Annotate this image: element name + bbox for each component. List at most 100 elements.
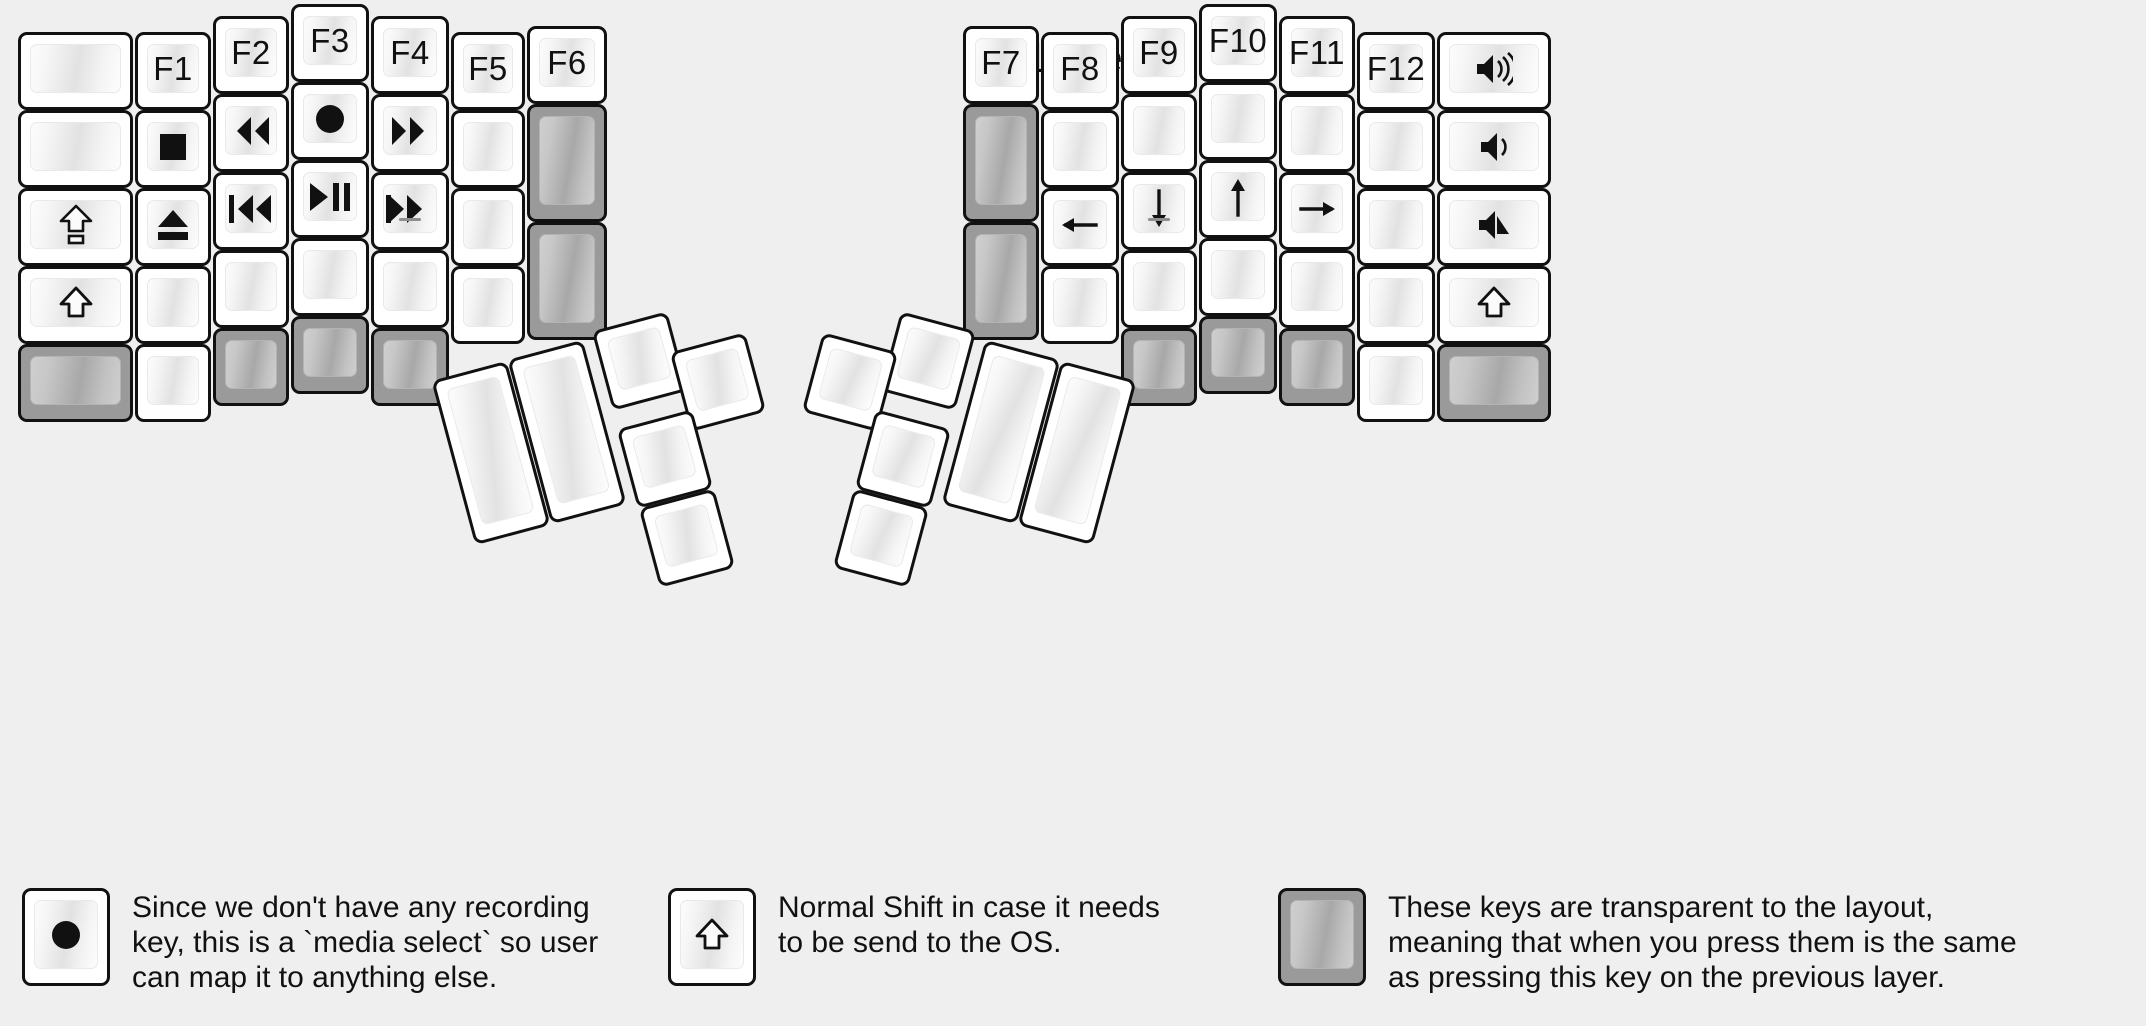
key-left-c3-r4[interactable] <box>213 250 289 328</box>
key-right-c4-r2[interactable] <box>1199 82 1277 160</box>
key-right-c7-r2[interactable] <box>1437 110 1551 188</box>
key-right-c5-r2[interactable] <box>1279 94 1355 172</box>
legend-sample-key-3[interactable] <box>1278 888 1366 986</box>
key-left-c2-r1[interactable]: F1 <box>135 32 211 110</box>
key-right-c3-r2[interactable] <box>1121 94 1197 172</box>
key-cap <box>225 184 277 233</box>
key-right-c3-r4[interactable] <box>1121 250 1197 328</box>
key-cap <box>817 347 884 413</box>
key-right-c2-r2[interactable] <box>1041 110 1119 188</box>
key-right-c7-r1[interactable] <box>1437 32 1551 110</box>
key-cap: F2 <box>225 28 277 77</box>
key-right-c1-r3[interactable] <box>963 222 1039 340</box>
key-cap: F6 <box>539 38 595 87</box>
key-left-c4-r1[interactable]: F3 <box>291 4 369 82</box>
key-cap <box>1291 106 1343 155</box>
key-cap <box>1211 94 1265 143</box>
legend-text-2: Normal Shift in case it needs to be send… <box>778 891 1160 960</box>
key-right-c4-r4[interactable] <box>1199 238 1277 316</box>
legend-sample-key-2[interactable] <box>668 888 756 986</box>
key-left-c1-r3[interactable] <box>18 188 133 266</box>
key-left-c3-r3[interactable] <box>213 172 289 250</box>
key-label: F9 <box>1139 34 1179 71</box>
key-left-c5-r4[interactable] <box>371 250 449 328</box>
key-left-c2-r3[interactable] <box>135 188 211 266</box>
legend-sample-key-1[interactable] <box>22 888 110 986</box>
fast-forward-icon <box>388 115 432 147</box>
caps-lock-icon <box>58 204 94 246</box>
key-cap <box>1053 200 1107 249</box>
key-cap <box>30 122 121 171</box>
key-right-c6-r1[interactable]: F12 <box>1357 32 1435 110</box>
key-left-c1-r4[interactable] <box>18 266 133 344</box>
key-cap <box>539 234 595 323</box>
key-right-c7-r5[interactable] <box>1437 344 1551 422</box>
key-right-c3-r1[interactable]: F9 <box>1121 16 1197 94</box>
key-cap <box>1133 184 1185 233</box>
key-cap: F7 <box>975 38 1027 87</box>
key-left-c6-r2[interactable] <box>451 110 525 188</box>
key-right-c4-r5[interactable] <box>1199 316 1277 394</box>
key-right-c2-r3[interactable] <box>1041 188 1119 266</box>
key-left-c3-r2[interactable] <box>213 94 289 172</box>
key-left-c5-r2[interactable] <box>371 94 449 172</box>
key-cap <box>1369 278 1423 327</box>
key-right-c2-r4[interactable] <box>1041 266 1119 344</box>
key-cap <box>225 262 277 311</box>
key-left-c4-r5[interactable] <box>291 316 369 394</box>
key-cap <box>1290 900 1354 969</box>
key-left-c4-r4[interactable] <box>291 238 369 316</box>
key-right-c6-r3[interactable] <box>1357 188 1435 266</box>
key-cap <box>1053 122 1107 171</box>
legend-item-3: These keys are transparent to the layout… <box>1278 888 2017 995</box>
key-right-c3-r3[interactable] <box>1121 172 1197 250</box>
key-right-c6-r2[interactable] <box>1357 110 1435 188</box>
key-left-c1-r5[interactable] <box>18 344 133 422</box>
key-right-c5-r3[interactable] <box>1279 172 1355 250</box>
key-left-c5-r3[interactable] <box>371 172 449 250</box>
key-right-c1-r1[interactable]: F7 <box>963 26 1039 104</box>
legend-key-3 <box>1278 888 1366 986</box>
key-right-c3-r5[interactable] <box>1121 328 1197 406</box>
shift-arrow-icon <box>58 286 94 320</box>
key-cap <box>147 200 199 249</box>
key-cap <box>463 278 513 327</box>
key-right-c6-r5[interactable] <box>1357 344 1435 422</box>
key-right-c7-r3[interactable] <box>1437 188 1551 266</box>
key-cap <box>1211 328 1265 377</box>
key-left-c1-r1[interactable] <box>18 32 133 110</box>
key-left-c7-r2[interactable] <box>527 104 607 222</box>
key-right-c6-r4[interactable] <box>1357 266 1435 344</box>
key-left-c1-r2[interactable] <box>18 110 133 188</box>
key-left-c4-r2[interactable] <box>291 82 369 160</box>
key-right-c1-r2[interactable] <box>963 104 1039 222</box>
shift-arrow-icon <box>694 918 730 952</box>
key-left-c3-r5[interactable] <box>213 328 289 406</box>
key-right-c5-r1[interactable]: F11 <box>1279 16 1355 94</box>
key-cap <box>1291 184 1343 233</box>
key-right-c7-r4[interactable] <box>1437 266 1551 344</box>
legend-key-2 <box>668 888 756 986</box>
key-left-c6-r3[interactable] <box>451 188 525 266</box>
key-right-c5-r4[interactable] <box>1279 250 1355 328</box>
key-left-c4-r3[interactable] <box>291 160 369 238</box>
key-right-c4-r1[interactable]: F10 <box>1199 4 1277 82</box>
key-left-c2-r2[interactable] <box>135 110 211 188</box>
key-cap <box>848 503 915 569</box>
key-cap <box>539 116 595 205</box>
key-cap <box>895 326 962 392</box>
key-right-c5-r5[interactable] <box>1279 328 1355 406</box>
key-left-c2-r5[interactable] <box>135 344 211 422</box>
key-right-c4-r3[interactable] <box>1199 160 1277 238</box>
key-left-c7-r3[interactable] <box>527 222 607 340</box>
key-left-c2-r4[interactable] <box>135 266 211 344</box>
legend-item-1: Since we don't have any recording key, t… <box>22 888 598 995</box>
key-label: F5 <box>468 50 508 87</box>
key-left-c6-r1[interactable]: F5 <box>451 32 525 110</box>
key-left-c3-r1[interactable]: F2 <box>213 16 289 94</box>
key-left-c7-r1[interactable]: F6 <box>527 26 607 104</box>
key-right-c2-r1[interactable]: F8 <box>1041 32 1119 110</box>
key-cap <box>975 116 1027 205</box>
key-left-c6-r4[interactable] <box>451 266 525 344</box>
key-left-c5-r1[interactable]: F4 <box>371 16 449 94</box>
